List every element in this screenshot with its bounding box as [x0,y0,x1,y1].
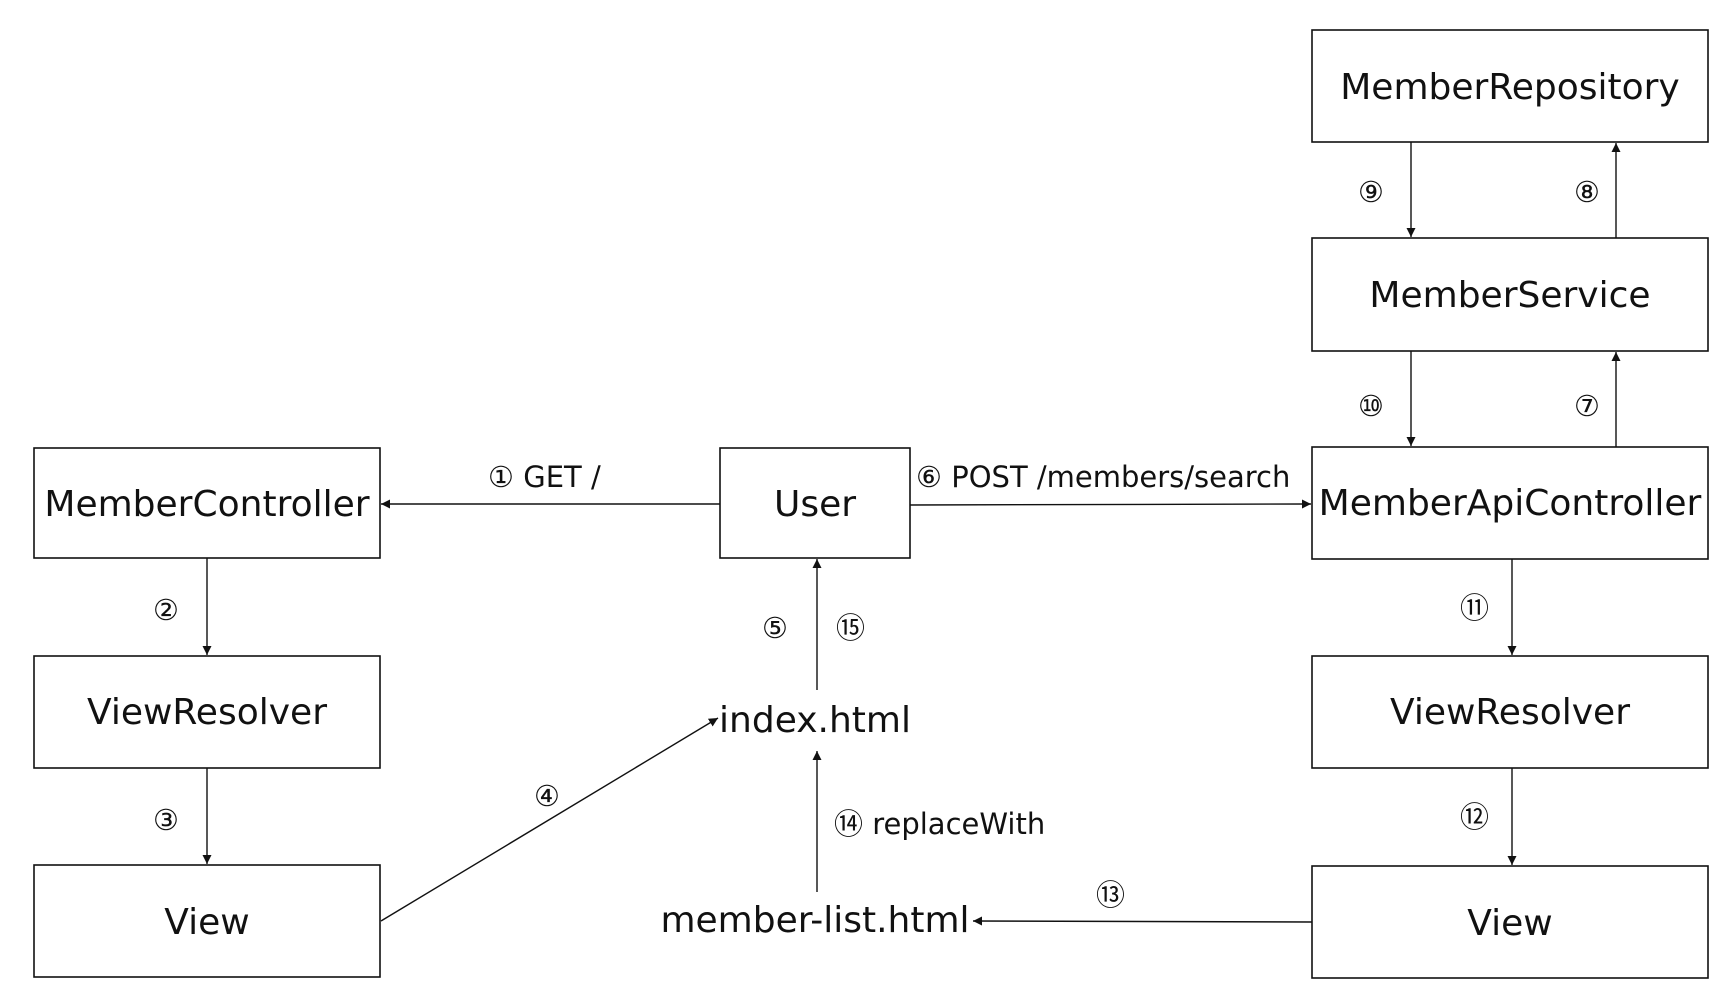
edge-7-label: ⑦ [1574,389,1600,423]
member-controller-node: MemberController [33,447,381,559]
member-repository-node: MemberRepository [1311,29,1709,143]
edge-6-label: ⑥ POST /members/search [916,460,1290,494]
edge-13-label: ⑬ [1096,878,1125,912]
edge-9-label: ⑨ [1358,175,1384,209]
view-right-label: View [1467,903,1552,944]
edge-11-label: ⑪ [1460,591,1489,625]
edge-3-label: ③ [153,803,179,837]
edge-8-label: ⑧ [1574,175,1600,209]
user-label: User [774,484,856,525]
view-resolver-left-label: ViewResolver [87,692,327,733]
edge-10-label: ⑩ [1358,389,1384,423]
edge-2-label: ② [153,593,179,627]
view-resolver-left-node: ViewResolver [33,655,381,769]
member-api-controller-node: MemberApiController [1311,446,1709,560]
edge-4-label: ④ [534,779,560,813]
edge-6-arrow [909,499,1312,509]
view-resolver-right-node: ViewResolver [1311,655,1709,769]
edge-14-label: ⑭ replaceWith [834,807,1045,841]
member-api-controller-label: MemberApiController [1319,483,1702,524]
member-repository-label: MemberRepository [1340,67,1680,108]
index-html-node: index.html [719,700,911,741]
view-left-node: View [33,864,381,978]
edge-4-arrow [380,717,719,922]
user-node: User [719,447,911,559]
edge-5-label: ⑤ [762,611,788,645]
view-right-node: View [1311,865,1709,979]
view-left-label: View [164,902,249,943]
view-resolver-right-label: ViewResolver [1390,692,1630,733]
member-list-html-node: member-list.html [660,900,969,941]
edge-1-label: ① GET / [488,460,601,494]
member-service-label: MemberService [1369,275,1650,316]
member-controller-label: MemberController [44,484,369,525]
edge-15-label: ⑮ [836,611,865,645]
edge-13-arrow [972,916,1313,926]
edge-12-label: ⑫ [1460,800,1489,834]
member-service-node: MemberService [1311,237,1709,352]
